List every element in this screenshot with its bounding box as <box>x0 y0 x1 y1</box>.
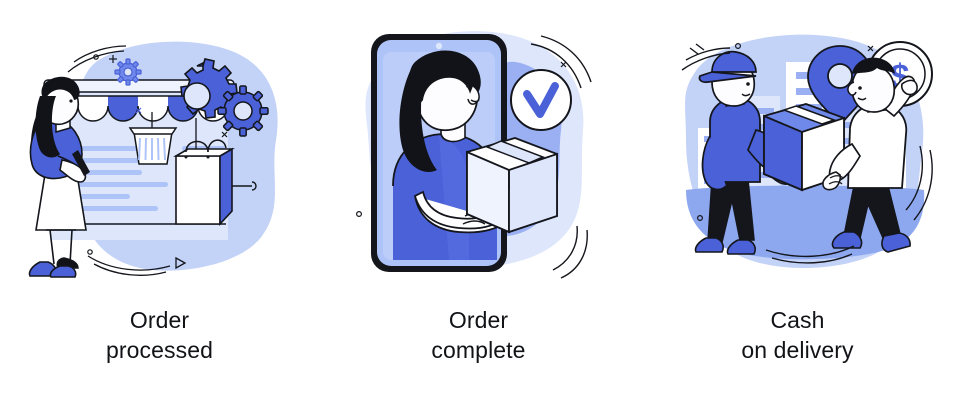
small-circle-decoration <box>355 211 362 218</box>
checkmark-badge-icon <box>510 69 572 131</box>
phone-camera-dot <box>435 42 443 50</box>
small-circle-decoration-2 <box>87 249 93 255</box>
caption-order-processed: Order processed <box>0 305 319 366</box>
gear-medium-icon <box>217 85 269 137</box>
caption-line-2: complete <box>431 337 526 364</box>
caption-line-2: processed <box>105 337 214 364</box>
gear-small-icon <box>114 58 142 86</box>
sparkle-decoration <box>867 45 874 52</box>
illustration-cash-on-delivery: $ <box>638 0 957 300</box>
shopping-basket-icon <box>128 112 178 165</box>
swoosh-decoration <box>681 43 731 71</box>
caption-line-1: Order <box>129 307 190 333</box>
sparkle-decoration <box>109 55 117 63</box>
woman-with-phone <box>28 76 90 278</box>
swoosh-decoration-top <box>530 35 592 89</box>
parcel-box <box>466 137 558 234</box>
small-circle-decoration <box>93 54 99 60</box>
gear-large-icon <box>180 58 238 119</box>
illustration-order-complete <box>319 0 638 300</box>
shopping-bag <box>173 118 257 227</box>
customer-character <box>822 57 918 253</box>
panel-order-complete[interactable]: Order complete <box>319 0 638 410</box>
caption-cash-on-delivery: Cash on delivery <box>638 305 957 366</box>
caption-order-complete: Order complete <box>319 305 638 366</box>
small-circle-decoration <box>734 42 741 49</box>
caption-line-1: Cash <box>770 307 825 333</box>
smartphone-in-hand <box>72 150 90 176</box>
small-circle-decoration-2 <box>696 215 703 222</box>
sparkle-decoration-2 <box>135 107 142 114</box>
swoosh-decoration-bottom <box>765 245 855 264</box>
swoosh-decoration-bottom <box>552 225 588 279</box>
panel-order-processed[interactable]: Order processed <box>0 0 319 410</box>
sparkle-decoration <box>560 61 567 68</box>
illustration-order-processed <box>0 0 319 300</box>
caption-line-2: on delivery <box>741 337 854 364</box>
swoosh-decoration-right <box>905 145 933 221</box>
panel-cash-on-delivery[interactable]: $ <box>638 0 957 410</box>
swoosh-decoration-bottom <box>87 255 171 276</box>
sparkle-decoration-3 <box>221 131 228 138</box>
play-triangle-decoration <box>175 256 187 270</box>
caption-line-1: Order <box>448 307 509 333</box>
